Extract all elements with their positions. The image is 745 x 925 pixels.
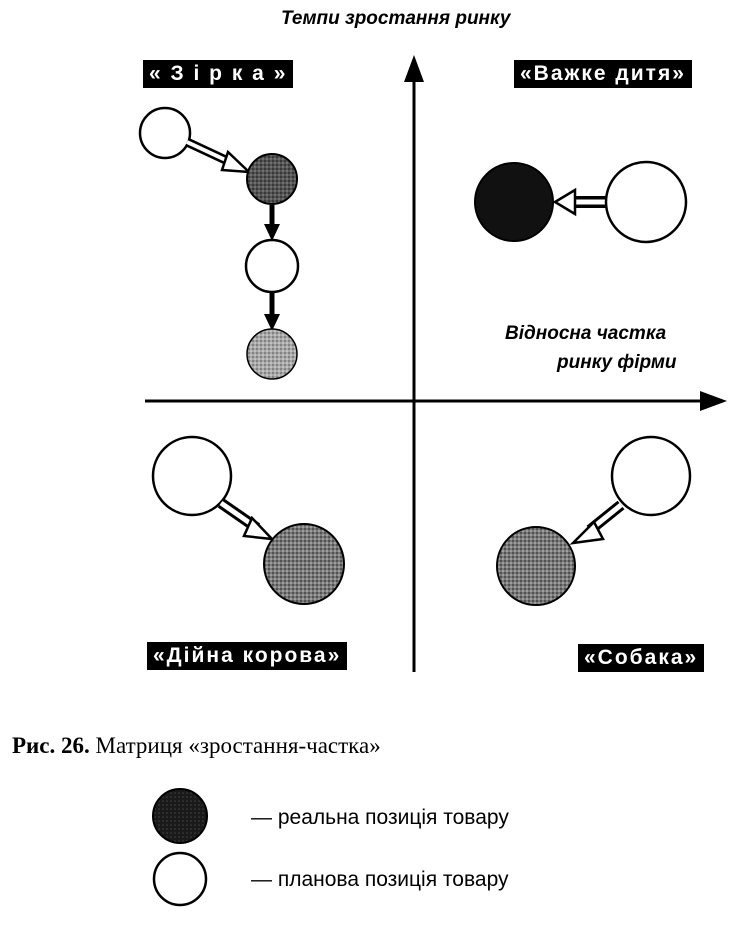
quadrant-label-star: « З і р к а » [143, 60, 294, 88]
figure-number: Рис. 26. [12, 733, 90, 758]
legend-real-icon [152, 788, 208, 844]
star-arrow-3 [264, 293, 280, 331]
problem-arrow [552, 187, 607, 217]
legend-real-label: — реальна позиція товару [251, 806, 509, 829]
cash-cow-quadrant-circles [151, 435, 345, 605]
star-arrow-2 [264, 205, 280, 241]
dog-quadrant-circles [496, 435, 692, 606]
star-light-circle [246, 328, 298, 380]
problem-planned-circle [604, 160, 688, 244]
dog-shaded-circle [496, 526, 576, 606]
star-arrow-1 [185, 137, 253, 174]
figure-caption: Рис. 26. Матриця «зростання-частка» [12, 733, 381, 759]
vertical-axis [404, 55, 424, 672]
y-axis-title: Темпи зростання ринку [281, 8, 511, 29]
quadrant-label-cash-cow: «Дійна корова» [147, 642, 348, 670]
horizontal-axis [145, 391, 727, 411]
x-axis-title-line2: ринку фірми [557, 352, 677, 373]
quadrant-label-problem-child: «Важке дитя» [514, 60, 692, 88]
star-planned-circle-2 [244, 238, 300, 294]
legend-markers [152, 788, 208, 907]
dog-planned-circle [610, 435, 692, 517]
star-planned-circle-1 [138, 106, 192, 160]
x-axis-title-line1: Відносна частка [505, 323, 667, 344]
growth-share-diagram [138, 55, 727, 672]
star-shaded-circle [246, 153, 298, 205]
quadrant-label-dog: «Собака» [578, 644, 705, 672]
cow-planned-circle [151, 435, 233, 517]
problem-real-circle [474, 162, 554, 242]
cow-arrow [217, 498, 276, 541]
legend-planned-label: — планова позиція товару [251, 868, 509, 891]
figure-title: Матриця «зростання-частка» [89, 733, 381, 758]
legend-planned-icon [152, 851, 208, 907]
cow-shaded-circle [263, 523, 345, 605]
star-quadrant-circles [138, 106, 300, 380]
dog-arrow [569, 500, 625, 545]
problem-child-quadrant-circles [474, 160, 688, 244]
